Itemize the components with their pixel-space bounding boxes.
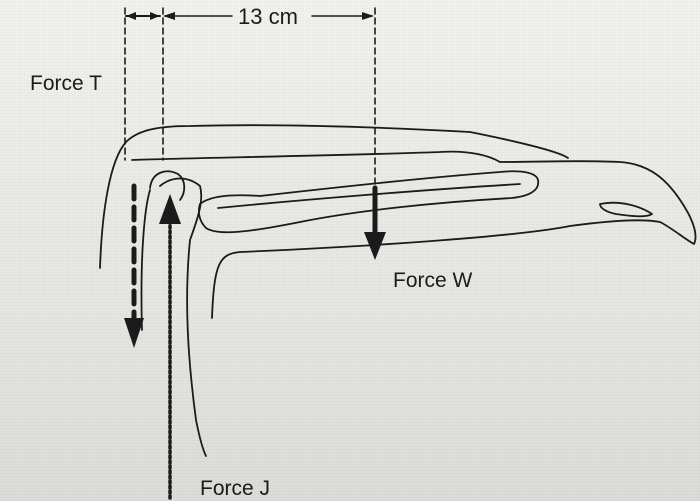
force-j-label: Force J — [200, 477, 271, 500]
distance-label: 13 cm — [238, 4, 298, 29]
force-t-label: Force T — [30, 72, 102, 95]
force-w-arrow — [364, 185, 386, 260]
force-t-arrow — [124, 183, 144, 348]
upper-arm-outline — [99, 124, 569, 457]
hand-outline — [211, 160, 697, 319]
elbow-joint — [149, 170, 186, 201]
dimension-line — [125, 12, 374, 20]
forearm-bone — [131, 150, 540, 234]
force-j-arrow — [159, 194, 181, 501]
reference-lines — [124, 7, 376, 189]
force-w-label: Force W — [393, 269, 473, 292]
